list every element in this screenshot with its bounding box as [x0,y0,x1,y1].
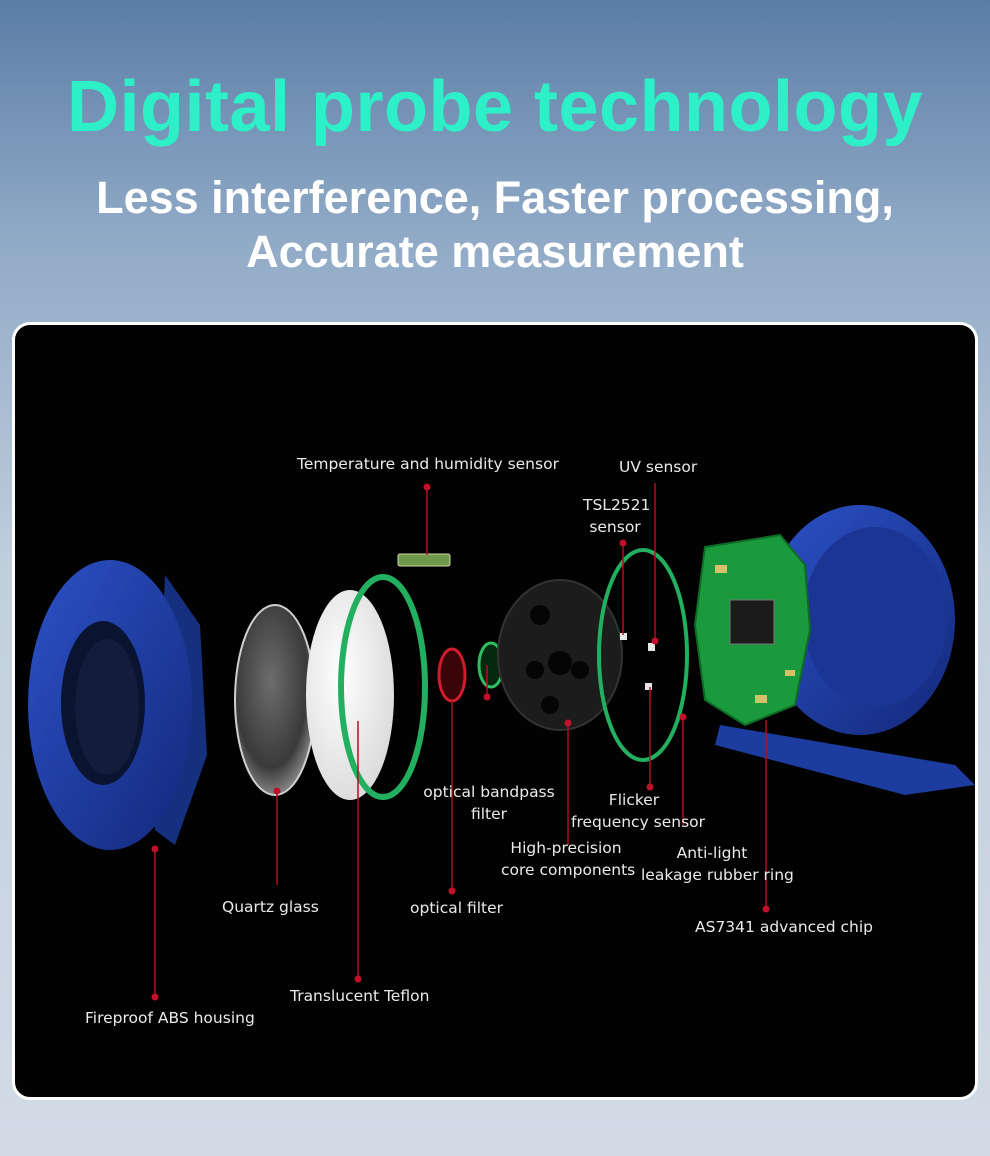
label-optical-bandpass-line1: optical bandpass [423,783,555,801]
label-anti-light-line2: leakage rubber ring [641,866,794,884]
label-high-precision-line1: High-precision [510,839,622,857]
page-title: Digital probe technology [66,67,924,147]
label-flicker-line2: frequency sensor [571,813,706,831]
label-tsl2521-line1: TSL2521 [583,496,651,514]
label-translucent-teflon: Translucent Teflon [290,987,430,1005]
core-disc-part [497,579,623,731]
label-high-precision-line2: core components [501,861,636,879]
rear-housing-part [715,505,975,795]
subtitle-line-1: Less interference, Faster processing, [96,172,894,223]
flicker-sensor-part [645,683,652,690]
exploded-diagram-panel: Temperature and humidity sensor UV senso… [12,322,978,1100]
temp-humidity-chip-part [397,553,451,567]
leader-lines [151,483,770,1001]
label-optical-filter: optical filter [410,899,504,917]
label-anti-light-line1: Anti-light [676,844,748,862]
label-optical-bandpass-line2: filter [470,805,508,823]
label-temperature-humidity-sensor: Temperature and humidity sensor [297,455,559,473]
quartz-glass-part [234,604,316,796]
label-fireproof-abs-housing: Fireproof ABS housing [85,1009,255,1027]
uv-sensor-part [648,643,655,651]
label-quartz-glass: Quartz glass [222,898,319,916]
label-as7341-chip: AS7341 advanced chip [695,918,873,936]
teflon-disc-part [306,590,394,800]
anti-light-ring-part [597,548,689,762]
green-ring-part [338,574,428,800]
optical-filter-part [437,647,467,703]
abs-housing-part [28,560,207,850]
tsl2521-sensor-part [620,633,627,640]
exploded-diagram-graphic [28,483,975,1001]
subtitle-line-2: Accurate measurement [246,226,744,277]
label-flicker-line1: Flicker [608,791,660,809]
label-tsl2521-line2: sensor [589,518,641,536]
label-uv-sensor: UV sensor [619,458,698,476]
pcb-board-part [693,533,812,727]
